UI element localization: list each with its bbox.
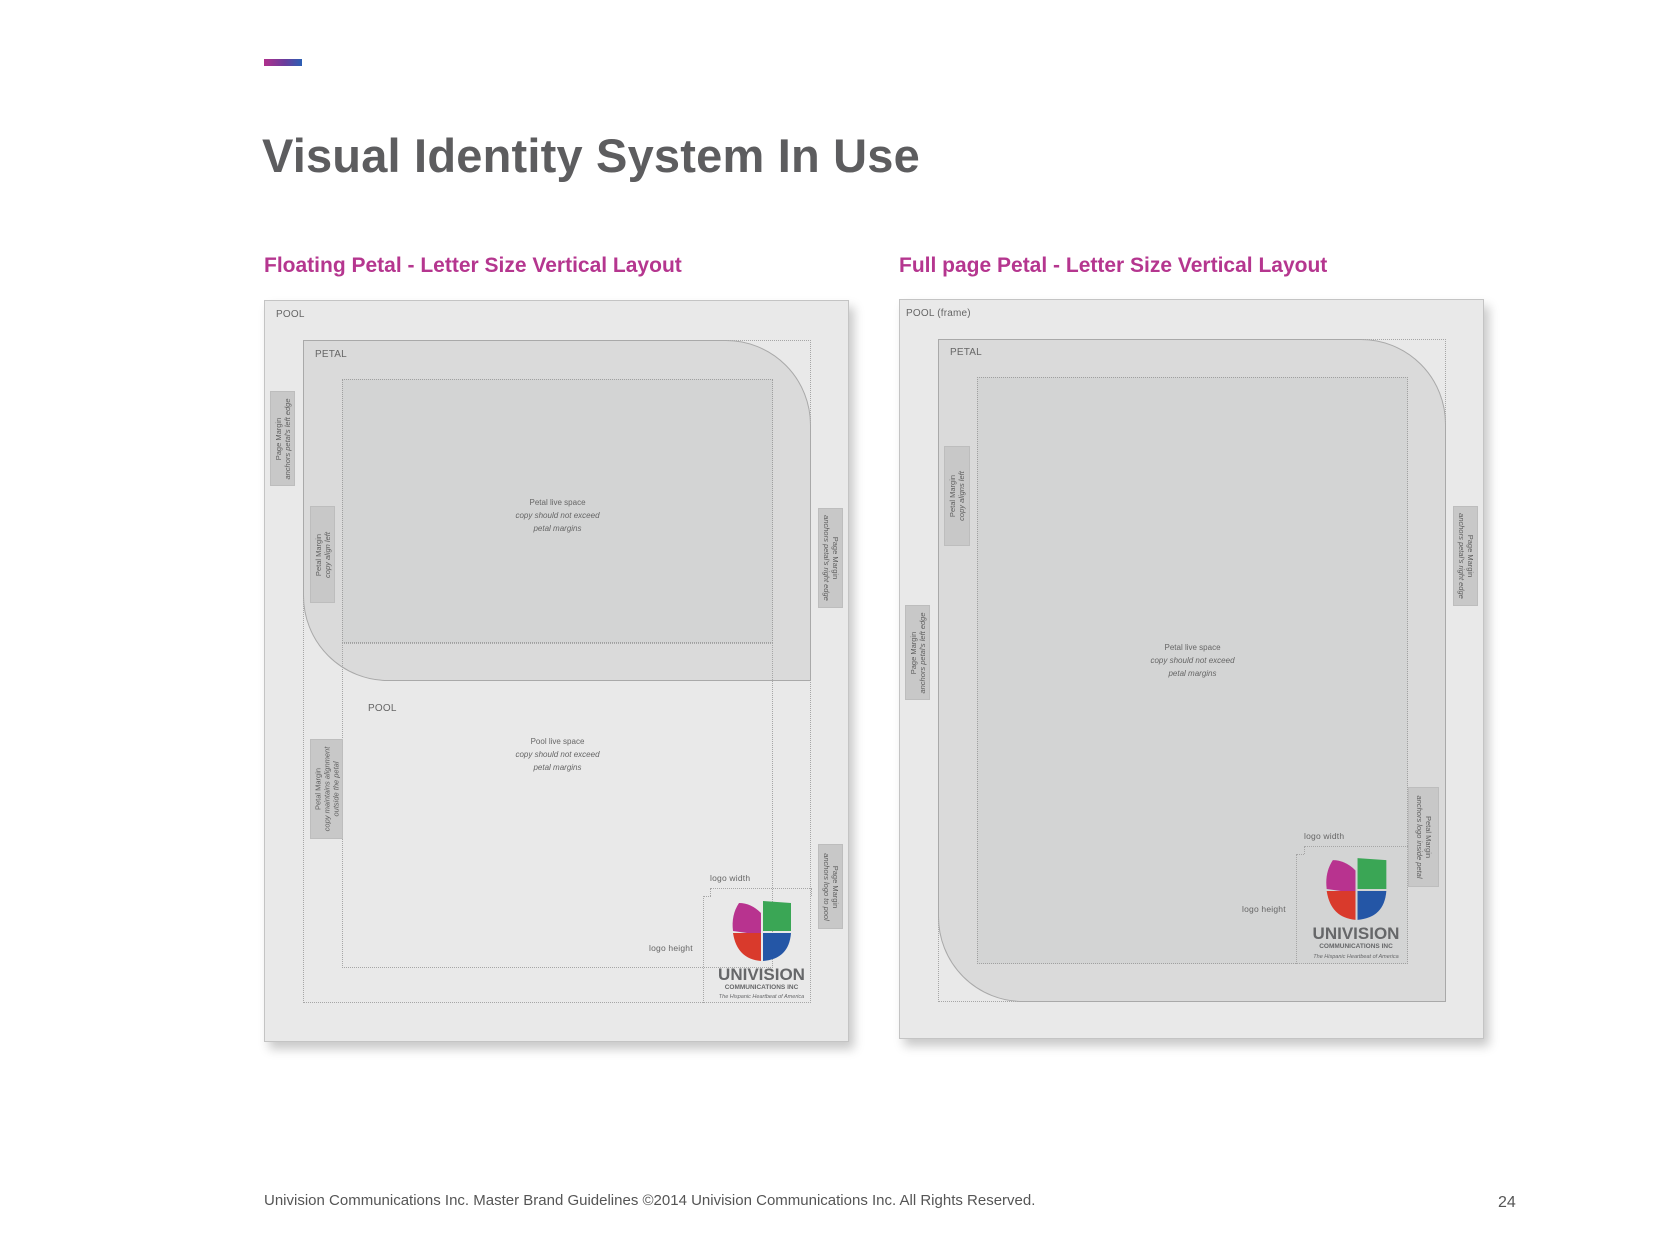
petal-live-space-title: Petal live space <box>529 498 586 507</box>
pool-frame-label: POOL (frame) <box>906 308 971 319</box>
accent-bar <box>264 59 302 66</box>
logo-wordmark: UNIVISION <box>1312 924 1400 943</box>
petal-live-space-note2: petal margins <box>1168 669 1217 678</box>
logo-subline: COMMUNICATIONS INC <box>724 984 799 991</box>
page-title: Visual Identity System In Use <box>262 129 920 182</box>
pool-live-space-title: Pool live space <box>530 737 585 746</box>
petal-label: PETAL <box>950 347 982 358</box>
logo-subline: COMMUNICATIONS INC <box>1319 943 1393 950</box>
logo-height-label: logo height <box>649 943 693 953</box>
petal-live-space-note: copy should not exceed <box>1150 656 1235 665</box>
pool-label: POOL <box>276 309 305 320</box>
page-number: 24 <box>1498 1194 1516 1211</box>
pool-live-space-note2: petal margins <box>533 763 582 772</box>
logo-height-guide <box>703 896 711 1003</box>
logo-tagline: The Hispanic Heartbeat of America <box>1313 954 1399 960</box>
univision-logo: UNIVISION COMMUNICATIONS INC The Hispani… <box>1304 854 1408 964</box>
petal-live-space-note: copy should not exceed <box>515 511 600 520</box>
logo-width-label: logo width <box>1304 831 1345 841</box>
univision-logo-mark <box>1326 858 1387 920</box>
logo-width-label: logo width <box>710 873 751 883</box>
petal-live-space-title: Petal live space <box>1164 643 1221 652</box>
petal-live-space-note2: petal margins <box>533 524 582 533</box>
univision-logo: UNIVISION COMMUNICATIONS INC The Hispani… <box>711 897 812 1003</box>
logo-tagline: The Hispanic Heartbeat of America <box>718 994 805 1000</box>
full-page-petal-layout-diagram: POOL (frame) PETAL Petal live space copy… <box>899 299 1484 1039</box>
logo-width-guide <box>710 888 812 896</box>
logo-height-label: logo height <box>1242 904 1286 914</box>
pool-inner-label: POOL <box>368 703 397 714</box>
pool-live-space-note: copy should not exceed <box>515 750 600 759</box>
logo-wordmark: UNIVISION <box>718 965 805 984</box>
petal-live-space: Petal live space copy should not exceed … <box>342 379 773 643</box>
footer-copyright: Univision Communications Inc. Master Bra… <box>264 1192 1036 1209</box>
petal-label: PETAL <box>315 349 347 360</box>
logo-height-guide <box>1296 854 1304 964</box>
full-page-petal-title: Full page Petal - Letter Size Vertical L… <box>899 254 1328 277</box>
logo-width-guide <box>1304 846 1408 854</box>
floating-petal-title: Floating Petal - Letter Size Vertical La… <box>264 254 682 277</box>
univision-logo-mark <box>732 901 791 961</box>
floating-petal-layout-diagram: POOL PETAL Petal live space copy should … <box>264 300 849 1042</box>
